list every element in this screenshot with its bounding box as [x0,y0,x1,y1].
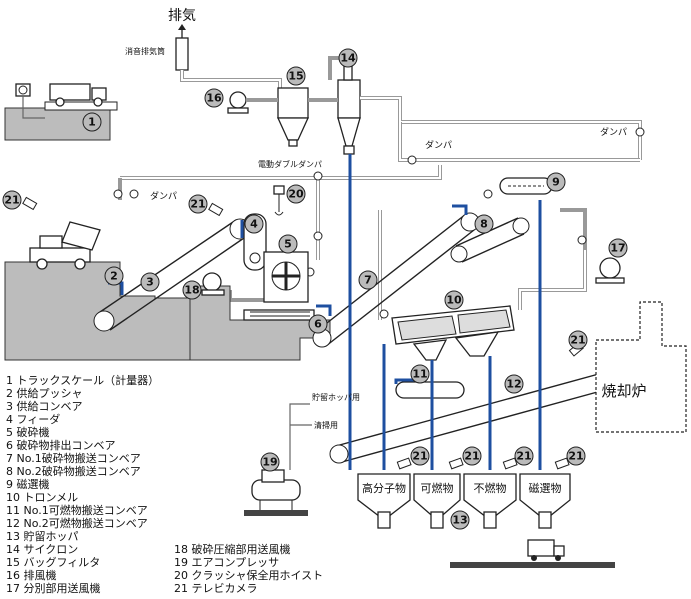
legend-item: 4 フィーダ [6,412,60,426]
legend-right: 18 破砕圧縮部用送風機 19 エアコンプレッサ 20 クラッシャ保全用ホイスト… [174,542,323,595]
bag-filter [276,87,310,147]
legend-item: 6 破砕物排出コンベア [6,438,116,452]
svg-text:21: 21 [190,198,205,211]
exhaust-arrow-head [178,24,186,30]
svg-text:21: 21 [412,450,427,463]
silencer-label: 消音排気筒 [125,46,165,56]
svg-text:4: 4 [250,218,258,231]
svg-text:8: 8 [480,218,488,231]
crushed-conveyor-1 [312,212,480,348]
legend-item: 19 エアコンプレッサ [174,556,279,569]
silencer-stack [175,37,189,71]
receiving-pit [4,261,191,361]
legend-item: 14 サイクロン [6,543,78,556]
legend-item: 5 破砕機 [6,425,50,439]
svg-text:5: 5 [284,238,292,251]
svg-text:6: 6 [314,318,322,331]
svg-text:20: 20 [288,188,304,201]
svg-text:21: 21 [4,194,19,207]
legend-item: 8 No.2破砕物搬送コンベア [6,464,141,478]
hopper-label-noncombustible: 不燃物 [474,481,507,495]
svg-text:21: 21 [516,450,531,463]
legend-item: 3 供給コンベア [6,399,83,413]
incinerator-building [595,301,687,433]
discharge-conveyor [243,309,315,321]
tv-camera-icons [22,196,584,470]
legend-item: 17 分別部用送風機 [6,581,101,595]
hopper-label-polymer: 高分子物 [362,481,406,495]
legend-item: 1 トラックスケール（計量器） [6,373,159,387]
svg-text:11: 11 [412,368,427,381]
sorting-blower [595,257,625,284]
legend-item: 9 磁選機 [6,477,50,491]
svg-text:16: 16 [206,92,222,105]
exhaust-label: 排気 [168,8,196,24]
legend-item: 12 No.2可燃物搬送コンベア [6,516,148,530]
svg-text:19: 19 [262,456,277,469]
electric-damper-label: 電動ダブルダンパ [258,159,322,169]
storage-hoppers [357,473,571,529]
damper-label-top: ダンパ [425,139,452,151]
legend-item: 21 テレビカメラ [174,582,258,595]
hoist [273,185,285,216]
legend-item: 13 貯留ホッパ [6,530,79,543]
svg-text:12: 12 [506,378,521,391]
incinerator-label: 焼却炉 [601,382,646,400]
svg-text:10: 10 [446,294,462,307]
legend-item: 10 トロンメル [6,491,78,504]
hopper-label-combustible: 可燃物 [421,481,454,495]
svg-text:18: 18 [184,284,199,297]
legend-item: 16 排風機 [6,568,57,582]
legend-item: 7 No.1破砕物搬送コンベア [6,451,141,465]
damper-label-right: ダンパ [600,126,627,138]
svg-text:1: 1 [88,116,96,129]
air-compressor [244,469,308,516]
combustible-conveyor-1 [395,381,465,399]
component-markers: 1 2 3 4 5 6 7 8 9 10 11 12 13 14 15 16 1… [2,48,628,530]
svg-text:9: 9 [552,176,560,189]
svg-text:14: 14 [340,52,356,65]
legend-item: 20 クラッシャ保全用ホイスト [174,568,323,582]
legend-item: 2 供給プッシャ [6,386,83,400]
svg-text:21: 21 [464,450,479,463]
legend-item: 18 破砕圧縮部用送風機 [174,542,291,556]
hopper-ground [450,539,615,568]
legend-item: 11 No.1可燃物搬送コンベア [6,503,148,517]
material-flow-lines [348,154,618,470]
dump-truck [29,221,101,270]
svg-text:15: 15 [288,70,303,83]
svg-text:7: 7 [364,274,372,287]
svg-text:2: 2 [110,270,118,283]
magnetic-separator [499,177,553,195]
svg-text:17: 17 [610,242,625,255]
damper-label-left: ダンパ [150,190,177,202]
air-duct-network [118,96,642,320]
svg-text:21: 21 [570,334,585,347]
cyclone [337,63,361,155]
hopper-label-magnetic: 磁選物 [529,481,562,495]
compressed-air-pipe [289,403,312,470]
damper-valves [113,127,645,319]
flow-arrow-discharge [316,304,332,316]
svg-text:13: 13 [452,514,467,527]
crusher [263,251,309,303]
flow-arrow-conv7 [452,204,468,215]
svg-text:3: 3 [146,276,154,289]
storage-hopper-air-label: 貯留ホッパ用 [312,392,360,402]
legend-left: 1 トラックスケール（計量器） 2 供給プッシャ 3 供給コンベア 4 フィーダ… [6,373,159,595]
cleaning-air-label: 清掃用 [314,420,338,430]
truck-scale [4,83,118,141]
trommel [391,305,515,361]
legend-item: 15 バッグフィルタ [6,555,100,569]
exhaust-fan [227,91,249,114]
crusher-blower [201,272,225,296]
svg-text:21: 21 [568,450,583,463]
